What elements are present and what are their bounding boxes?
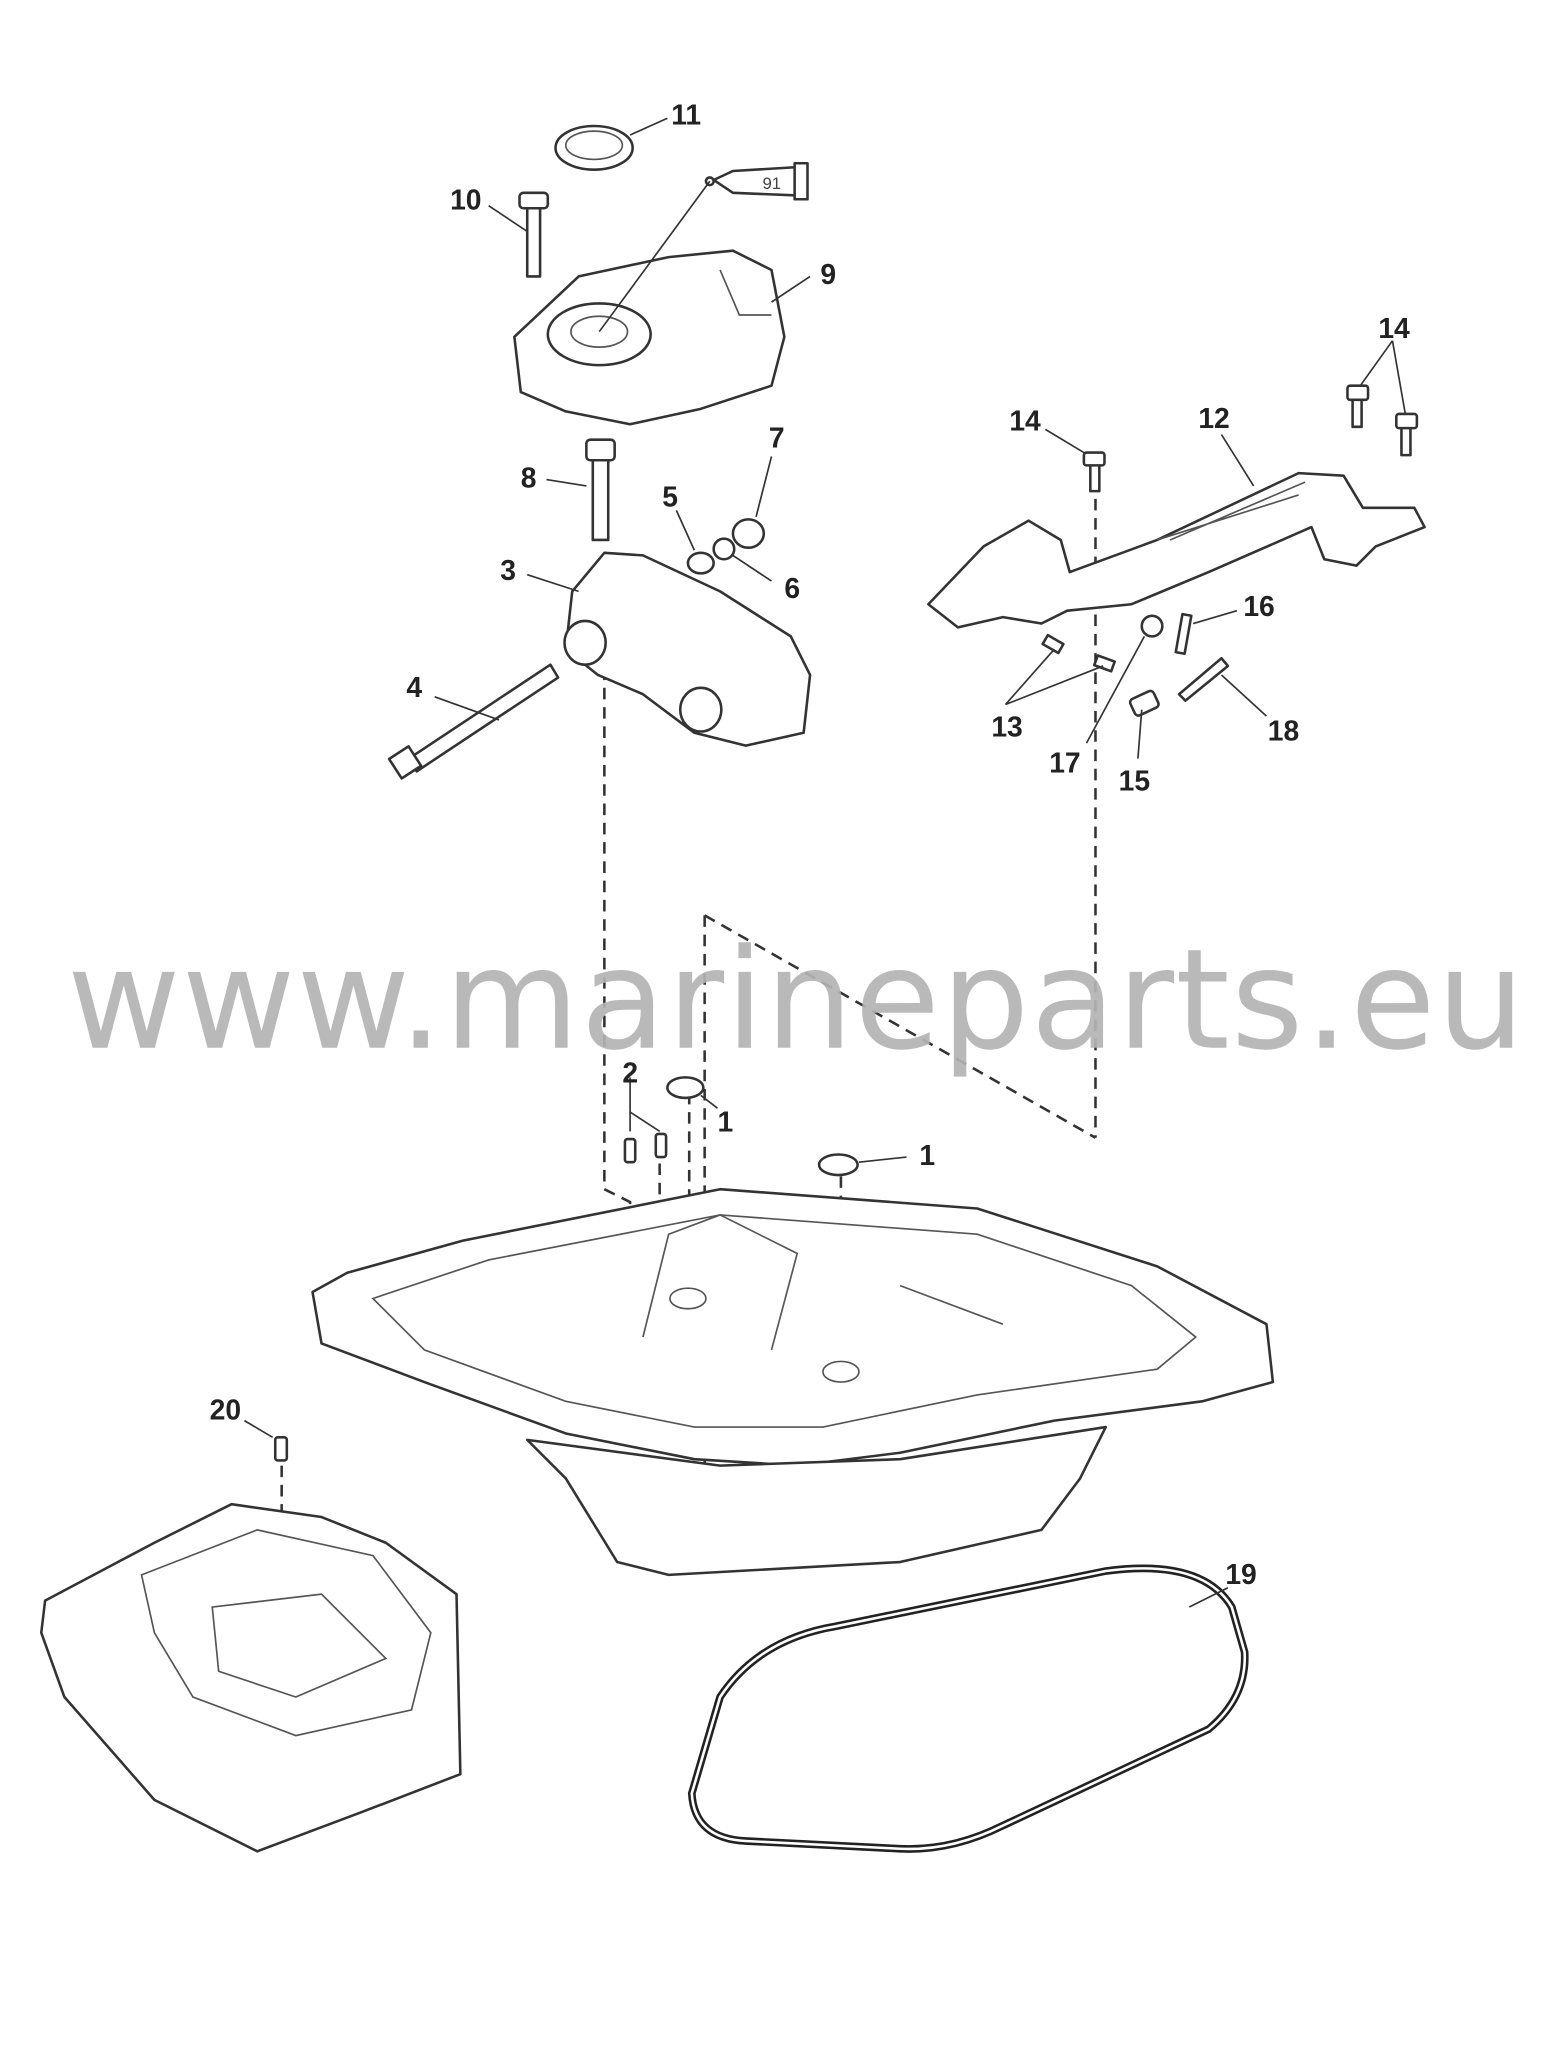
callout-19: 19 <box>1225 1558 1256 1590</box>
part-14-bolt-c[interactable] <box>1395 412 1419 457</box>
part-5-washer[interactable] <box>686 551 715 575</box>
callout-3: 3 <box>500 554 516 586</box>
part-14-bolt-a[interactable] <box>1082 451 1106 493</box>
part-14-bolt-b[interactable] <box>1346 384 1370 429</box>
callout-9: 9 <box>820 258 836 290</box>
part-15-block[interactable] <box>1128 689 1160 717</box>
part-12-steering-bracket[interactable] <box>927 471 1426 629</box>
part-13-screws[interactable] <box>1041 633 1116 673</box>
part-4-long-bolt[interactable] <box>387 663 560 780</box>
sealant-tube-label: 91 <box>763 174 782 193</box>
leader-lines <box>243 117 1407 1608</box>
callout-11: 11 <box>671 99 701 131</box>
part-10-bolt[interactable] <box>518 191 550 278</box>
part-18-spring[interactable] <box>1177 656 1230 702</box>
callout-6: 6 <box>784 572 800 604</box>
callout-14-left: 14 <box>1009 405 1041 437</box>
part-8-bolt[interactable] <box>585 438 616 542</box>
callout-8: 8 <box>521 461 537 493</box>
callout-17: 17 <box>1049 747 1080 779</box>
part-9-cover[interactable] <box>513 249 786 426</box>
callout-12: 12 <box>1198 402 1229 434</box>
part-16-pin[interactable] <box>1174 612 1193 655</box>
part-11-seal-ring[interactable] <box>554 124 634 171</box>
callout-20: 20 <box>210 1393 241 1425</box>
part-7-nut[interactable] <box>731 518 766 549</box>
adapter-plate[interactable] <box>311 1187 1275 1577</box>
part-17-bushing[interactable] <box>1140 614 1164 638</box>
part-1-o-ring-b[interactable] <box>817 1153 859 1177</box>
callout-18: 18 <box>1268 715 1299 747</box>
callout-7: 7 <box>769 421 785 453</box>
callout-5: 5 <box>662 481 678 513</box>
callout-14-right: 14 <box>1378 312 1410 344</box>
part-19-gasket[interactable] <box>687 1564 1249 1853</box>
callout-4: 4 <box>406 671 422 703</box>
watermark: www.marineparts.eu <box>67 919 1526 1081</box>
part-3-mount-block[interactable] <box>563 551 812 747</box>
callout-13: 13 <box>991 711 1022 743</box>
part-1-o-ring-a[interactable] <box>666 1076 705 1100</box>
callout-1-lower: 1 <box>919 1139 935 1171</box>
callout-10: 10 <box>450 184 481 216</box>
part-2-dowels[interactable] <box>623 1132 668 1164</box>
callout-1-upper: 1 <box>718 1105 734 1137</box>
part-20-dowel[interactable] <box>273 1436 289 1462</box>
callout-2: 2 <box>622 1056 638 1088</box>
part-6-washer[interactable] <box>712 537 736 561</box>
callout-16: 16 <box>1243 590 1274 622</box>
sealant-tube: 91 <box>704 161 809 201</box>
lower-plate-reference <box>39 1502 462 1853</box>
callout-15: 15 <box>1119 765 1150 797</box>
